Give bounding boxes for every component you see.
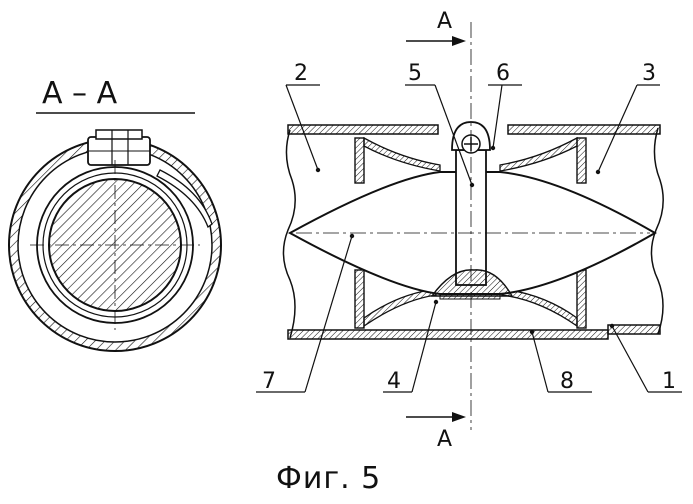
callout-2: 2 xyxy=(294,61,308,86)
pipe-wall-top-left xyxy=(288,125,438,134)
flange-ring-bottom-left xyxy=(355,270,364,328)
flange-ring-bottom-right xyxy=(577,270,586,328)
callout-4: 4 xyxy=(387,369,401,394)
callout-3: 3 xyxy=(642,61,656,86)
flange-ring-top-left xyxy=(355,138,364,183)
section-marker-top: A xyxy=(437,9,452,34)
figure-caption: Фиг. 5 xyxy=(276,461,381,496)
longitudinal-view: A A xyxy=(256,9,682,452)
arrowhead-top-icon xyxy=(452,36,466,46)
callout-1: 1 xyxy=(662,369,676,394)
callout-5: 5 xyxy=(408,61,422,86)
callout-6: 6 xyxy=(496,61,510,86)
clamp-screw-head xyxy=(96,130,142,139)
pipe-wall-top-right xyxy=(508,125,660,134)
callout-7: 7 xyxy=(262,369,276,394)
diaphragm-lower-left xyxy=(364,289,436,326)
flange-ring-top-right xyxy=(577,138,586,183)
pipe-wall-bottom-left xyxy=(288,330,608,339)
diaphragm-upper-left xyxy=(364,138,440,171)
crimp-strip xyxy=(440,294,500,299)
section-view: A – A xyxy=(9,76,221,351)
section-title: A – A xyxy=(42,76,118,111)
section-marker-bottom: A xyxy=(437,427,452,452)
callout-8: 8 xyxy=(560,369,574,394)
diaphragm-upper-right xyxy=(500,138,577,171)
diaphragm-lower-right xyxy=(502,289,577,326)
arrowhead-bottom-icon xyxy=(452,412,466,422)
